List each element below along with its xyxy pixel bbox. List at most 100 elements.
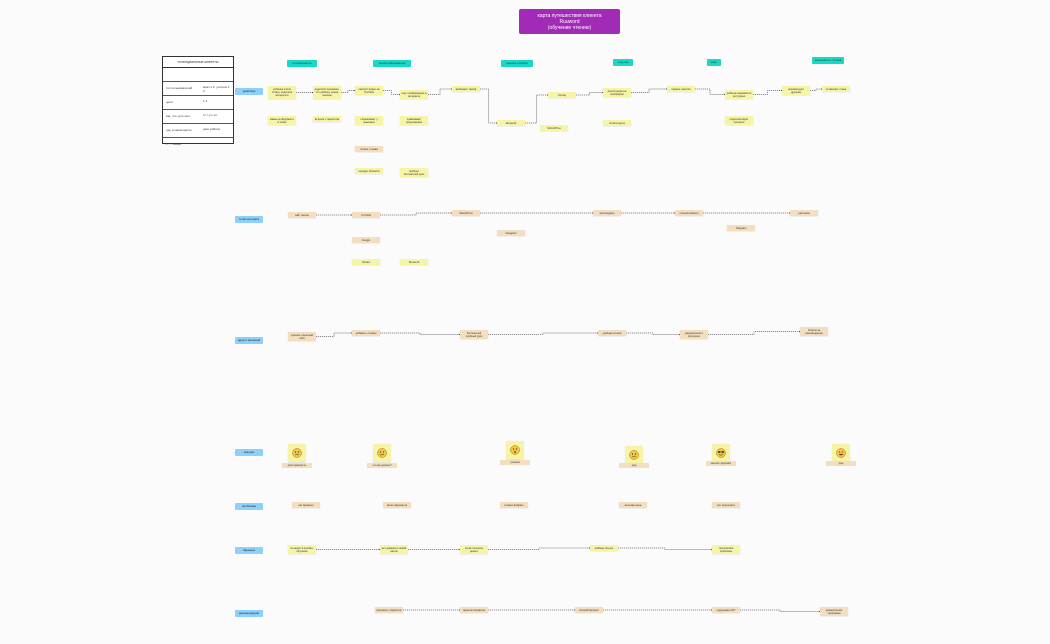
- note-c5: Ruuword: [400, 259, 428, 266]
- note-p3: сложно выбрать: [500, 502, 528, 509]
- note-c10: Telegram: [727, 225, 755, 232]
- persona-row-label: с ... / когда: [166, 142, 181, 146]
- note-p2: много вариантов: [383, 502, 411, 509]
- connector-note-i2-note-i3: [380, 332, 461, 336]
- emotion-label-6: рад: [826, 461, 856, 466]
- stage-header-evaluation: оценка и выбор: [501, 60, 533, 67]
- emotion-face-5: [712, 444, 730, 462]
- note-a9: читают отзывы: [355, 146, 383, 153]
- note-c7: Instagram: [497, 230, 525, 237]
- persona-row-label: тип пользователей: [166, 86, 193, 90]
- connector-note-i3-note-i4: [488, 332, 599, 335]
- persona-row-label: как, что, для чего: [166, 114, 191, 118]
- row-label-emotions: эмоции: [235, 449, 263, 456]
- map-title-line-3: (обучение чтению): [547, 24, 592, 31]
- note-a13: Ruuword: [497, 120, 525, 127]
- persona-row-label: где, в каком месте: [166, 128, 192, 132]
- note-i6: бонусы за рекомендации: [800, 327, 828, 337]
- note-a2: родители понимают, что ребёнку нужна пом…: [313, 86, 341, 99]
- note-b3: страх потерять деньги: [460, 545, 488, 555]
- persona-row-value: врач 1 3, учитель 1 2: [203, 85, 230, 93]
- note-a8: сравнивают предложения: [400, 116, 428, 126]
- note-a18: первые занятия: [667, 86, 695, 93]
- connector-note-b4-note-b5: [618, 547, 713, 551]
- persona-row-label: цели: [166, 100, 173, 104]
- note-i4: удобная оплата: [598, 330, 626, 337]
- note-a20: родители видят прогресс: [725, 116, 753, 126]
- note-a12: выбирают тариф: [452, 86, 480, 93]
- persona-row: цели 1 4: [163, 96, 233, 110]
- persona-row: где, в каком месте дом, работа: [163, 124, 233, 138]
- note-c4: Yandex: [352, 259, 380, 266]
- map-title: карта путешествия клиента Ruuword (обуче…: [519, 9, 620, 34]
- persona-row-value: дом, работа: [203, 127, 220, 131]
- note-p1: нет времени: [292, 502, 320, 509]
- stage-header-experience: опыт: [707, 59, 721, 66]
- emotion-label-2: что же делать?: [367, 463, 397, 468]
- emotion-face-4: [625, 446, 643, 464]
- connector-note-a5-note-a6: [383, 90, 401, 96]
- note-a22: оставляют отзыв: [822, 86, 850, 93]
- stage-header-purchase: покупка: [613, 59, 633, 66]
- persona-row: как, что, для чего пт / уч / ит: [163, 110, 233, 124]
- note-a11: пробуют бесплатный урок: [400, 168, 428, 178]
- map-title-line-2: Ruuword: [559, 18, 580, 25]
- note-r2: гарантия возврата: [460, 607, 488, 614]
- note-c6: SchoolTime: [452, 210, 480, 217]
- note-a21: рекомендуют друзьям: [782, 86, 810, 96]
- note-r3: игровой формат: [575, 607, 603, 614]
- anxious-face-icon: [510, 445, 520, 455]
- connector-note-a21-note-a22: [810, 88, 823, 91]
- note-i3: бесплатный пробный урок: [460, 330, 488, 340]
- joy-face-icon: [836, 448, 846, 458]
- happy-face-icon: [629, 450, 639, 460]
- connector-note-a16-note-a18: [631, 88, 668, 93]
- note-a14: SchoolTime: [540, 125, 568, 132]
- note-r5: реферальная программа: [820, 607, 848, 617]
- note-a10: находят Ruuword: [355, 168, 383, 175]
- confused-face-icon: [377, 448, 387, 458]
- connector-note-a19-note-a21: [753, 89, 783, 95]
- note-c11: рассылка: [790, 210, 818, 217]
- note-c8: мессенджер: [593, 210, 621, 217]
- row-label-ideas: идеи и решения: [235, 337, 263, 344]
- stage-header-awareness: осознанность: [287, 60, 317, 67]
- row-label-touchpoints: точки контакта: [235, 216, 263, 223]
- note-i2: добавить отзывы: [352, 330, 380, 337]
- note-a4: встреча с педагогом: [313, 116, 341, 123]
- emotion-label-3: тревога: [500, 460, 530, 465]
- row-label-problems: проблемы: [235, 503, 263, 510]
- persona-table: потенциальные клиенты тип пользователей …: [162, 56, 234, 146]
- note-a3: мамы на форумах и в чатах: [268, 116, 296, 126]
- persona-row: тип пользователей врач 1 3, учитель 1 2: [163, 82, 233, 96]
- note-a7: спрашивают у знакомых: [355, 116, 383, 126]
- note-c1: сайт школы: [288, 212, 316, 219]
- persona-row-value: пт / уч / ит: [203, 113, 218, 117]
- note-p4: высокая цена: [619, 502, 647, 509]
- worried-face-icon: [292, 448, 302, 458]
- emotion-face-1: [288, 444, 306, 462]
- row-label-recommendations: рекомендации: [235, 610, 263, 617]
- note-i1: сделать понятный сайт: [288, 332, 316, 342]
- persona-row: с ... / когда ...: [163, 138, 233, 151]
- note-p5: нет результата: [712, 502, 740, 509]
- note-a17: оплата курса: [603, 120, 631, 127]
- cool-face-icon: [716, 448, 726, 458]
- emotion-face-6: [832, 444, 850, 462]
- connector-note-c2-note-c6: [380, 212, 453, 216]
- row-label-actions: действия: [235, 88, 263, 95]
- note-a5: смотрят видео на YouTube: [355, 86, 383, 96]
- note-c3: Google: [352, 237, 380, 244]
- note-b4: ребёнку скучно: [590, 545, 618, 552]
- connector-note-a6-note-a12: [428, 88, 453, 95]
- emotion-face-3: [506, 441, 524, 459]
- connector-note-a12-note-a13: [480, 88, 498, 124]
- connector-note-b3-note-b4: [488, 547, 591, 550]
- connector-note-a2-note-a5: [341, 89, 356, 93]
- note-a6: ищут информацию в интернете: [400, 90, 428, 100]
- note-a16: регистрация на платформе: [603, 88, 631, 98]
- emotion-face-2: [373, 444, 391, 462]
- note-c2: YouTube: [352, 212, 380, 219]
